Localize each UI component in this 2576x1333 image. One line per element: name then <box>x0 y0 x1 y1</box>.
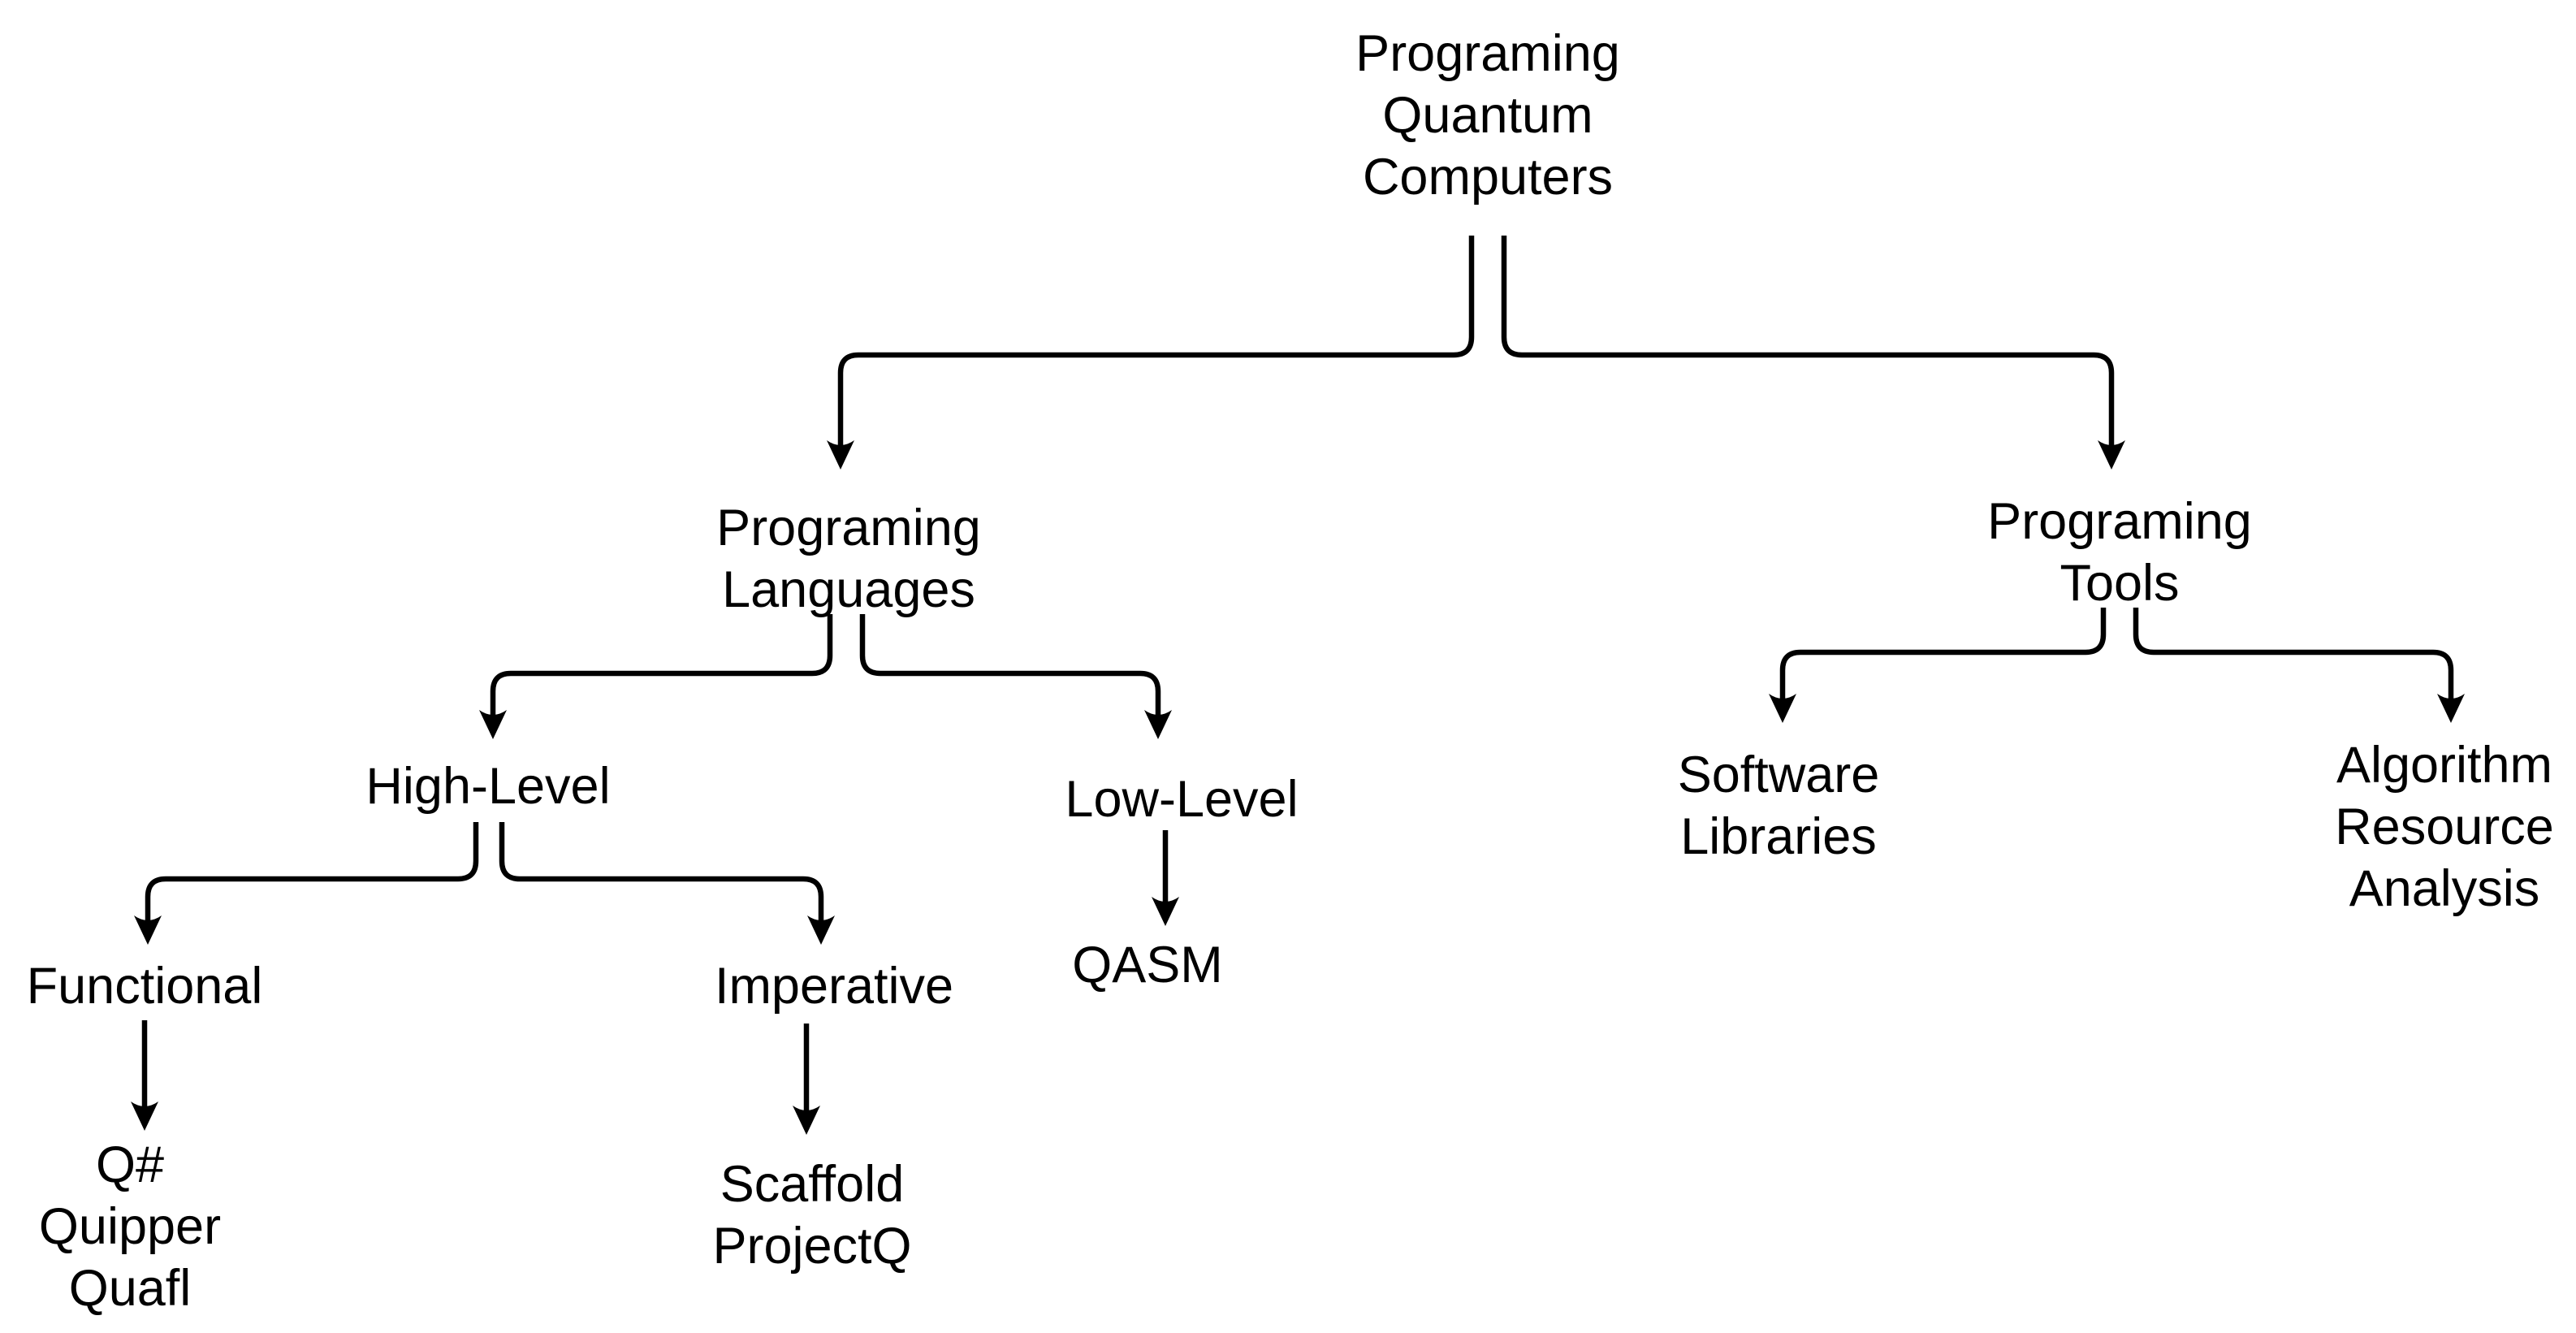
node-low-level: Low-Level <box>1065 771 1299 828</box>
node-high-level: High-Level <box>365 758 611 815</box>
node-functional: Functional <box>26 958 263 1015</box>
arrowhead-software-libraries <box>1769 694 1796 723</box>
arrowhead-functional-langs <box>131 1101 158 1131</box>
arrowhead-tools <box>2098 440 2125 470</box>
node-programing-quantum-computers: Programing Quantum Computers <box>1355 25 1620 206</box>
edge-languages-low-level <box>859 614 1161 716</box>
node-programing-languages: Programing Languages <box>716 500 981 618</box>
edge-tools-algorithm-resource-analysis <box>2133 608 2454 700</box>
node-qasm: QASM <box>1072 937 1223 993</box>
edge-languages-high-level <box>490 614 833 716</box>
node-imperative-languages-list: Scaffold ProjectQ <box>712 1156 912 1275</box>
edge-root-tools <box>1501 236 2115 447</box>
arrowhead-imperative-langs <box>793 1106 820 1135</box>
arrowhead-qasm <box>1152 897 1179 926</box>
arrowhead-imperative <box>807 915 835 945</box>
node-software-libraries: Software Libraries <box>1677 747 1880 865</box>
node-imperative: Imperative <box>714 958 954 1015</box>
arrowhead-low-level <box>1144 710 1172 739</box>
node-functional-languages-list: Q# Quipper Quafl <box>38 1136 222 1317</box>
arrowhead-high-level <box>479 710 507 739</box>
arrowhead-languages <box>827 440 854 470</box>
edge-root-languages <box>837 236 1475 447</box>
edge-high-level-functional <box>145 822 479 922</box>
node-algorithm-resource-analysis: Algorithm Resource Analysis <box>2335 737 2554 917</box>
arrowhead-algorithm-resource-analysis <box>2437 694 2465 723</box>
arrowhead-functional <box>134 915 162 945</box>
edge-high-level-imperative <box>499 822 824 922</box>
edge-tools-software-libraries <box>1779 608 2107 700</box>
node-programing-tools: Programing Tools <box>1987 493 2252 612</box>
